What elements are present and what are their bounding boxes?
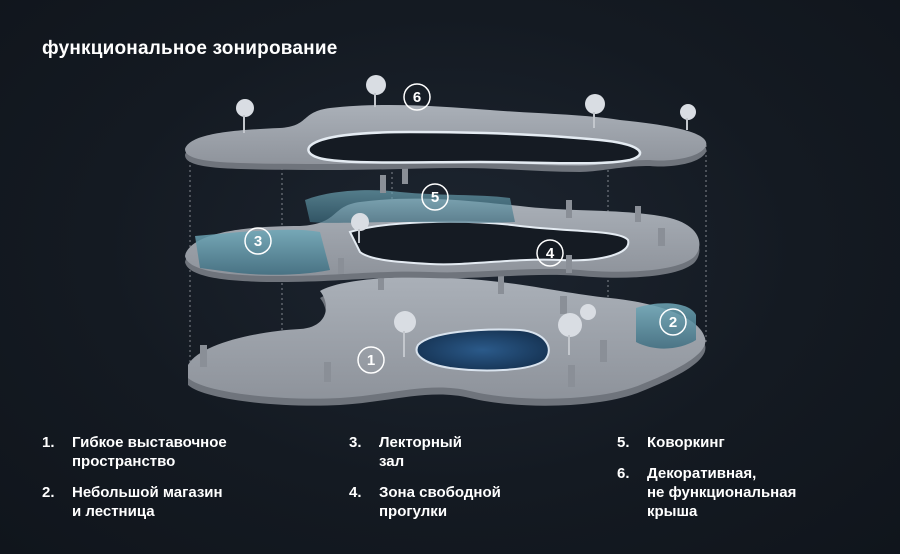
legend-number: 2. (42, 484, 55, 501)
legend-number: 4. (349, 484, 362, 501)
diagram-title: функциональное зонирование (42, 38, 338, 59)
legend-item-5: 5. Коворкинг (617, 433, 796, 452)
legend-label: Зона свободной прогулки (379, 484, 501, 520)
svg-text:6: 6 (413, 89, 421, 106)
roof-slab (185, 104, 707, 172)
svg-text:5: 5 (431, 189, 439, 206)
legend-label: Лекторный зал (379, 434, 462, 470)
svg-text:2: 2 (669, 314, 677, 331)
legend-label: Гибкое выставочное пространство (72, 434, 227, 470)
columns (200, 272, 607, 387)
zone-marker-4: 4 (536, 239, 564, 267)
legend-number: 3. (349, 434, 362, 451)
zone-marker-5: 5 (421, 183, 449, 211)
legend-column-2: 3. Лекторный зал 4. Зона свободной прогу… (349, 433, 501, 533)
legend-label: Коворкинг (647, 434, 725, 451)
legend-item-2: 2. Небольшой магазин и лестница (42, 483, 227, 521)
legend-column-3: 5. Коворкинг 6. Декоративная, не функцио… (617, 433, 796, 533)
legend-item-4: 4. Зона свободной прогулки (349, 483, 501, 521)
zone-marker-2: 2 (659, 308, 687, 336)
zone-marker-1: 1 (357, 346, 385, 374)
zone-marker-6: 6 (403, 83, 431, 111)
legend-item-1: 1. Гибкое выставочное пространство (42, 433, 227, 471)
upper-columns (338, 168, 665, 274)
legend-number: 6. (617, 465, 630, 482)
svg-text:3: 3 (254, 233, 262, 250)
legend-number: 1. (42, 434, 55, 451)
tree-icons (236, 75, 696, 357)
ground-floor-slab (188, 277, 706, 406)
legend-number: 5. (617, 434, 630, 451)
legend-item-3: 3. Лекторный зал (349, 433, 501, 471)
svg-text:1: 1 (367, 352, 375, 369)
legend-item-6: 6. Декоративная, не функциональная крыша (617, 464, 796, 521)
legend-column-1: 1. Гибкое выставочное пространство 2. Не… (42, 433, 227, 533)
zone-marker-3: 3 (244, 227, 272, 255)
svg-text:4: 4 (546, 245, 555, 262)
legend-label: Небольшой магазин и лестница (72, 484, 223, 520)
legend-label: Декоративная, не функциональная крыша (647, 465, 797, 520)
